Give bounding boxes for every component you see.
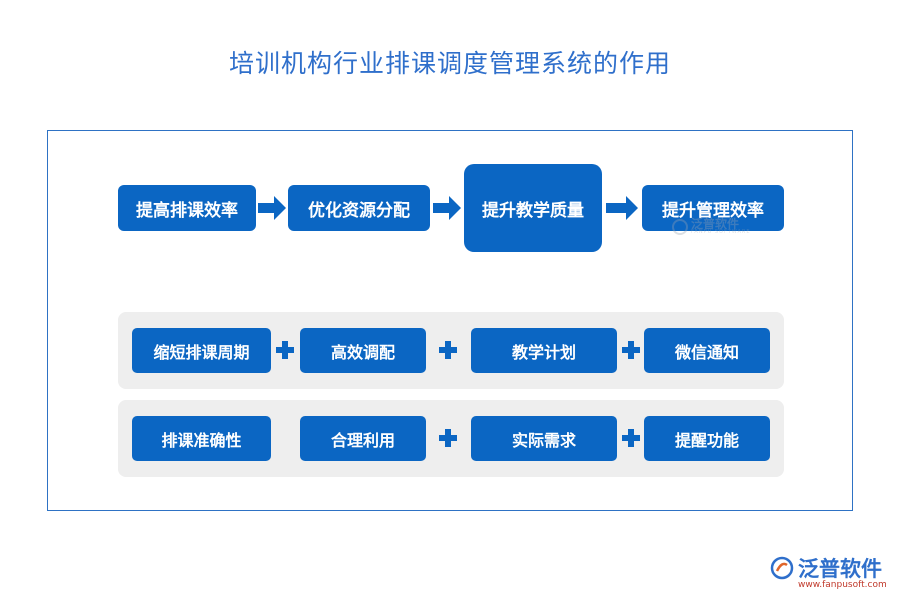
arrow-right-icon bbox=[606, 196, 638, 220]
feature-1-2: 高效调配 bbox=[300, 328, 426, 373]
feature-2-4: 提醒功能 bbox=[644, 416, 770, 461]
diagram-frame bbox=[47, 130, 853, 511]
flow-step-1: 提高排课效率 bbox=[118, 185, 256, 231]
plus-icon bbox=[439, 341, 457, 359]
plus-icon bbox=[276, 341, 294, 359]
flow-step-4: 提升管理效率 bbox=[642, 185, 784, 231]
watermark-text: 泛普软件 bbox=[691, 217, 740, 231]
feature-2-2: 合理利用 bbox=[300, 416, 426, 461]
watermark: 泛普软件 FANPU SOFTWARE bbox=[672, 218, 751, 235]
plus-icon bbox=[622, 341, 640, 359]
arrow-right-icon bbox=[258, 196, 286, 220]
feature-1-3: 教学计划 bbox=[471, 328, 617, 373]
feature-2-3: 实际需求 bbox=[471, 416, 617, 461]
plus-icon bbox=[439, 429, 457, 447]
feature-2-1: 排课准确性 bbox=[132, 416, 271, 461]
plus-icon bbox=[622, 429, 640, 447]
brand-logo: 泛普软件 bbox=[770, 553, 882, 583]
watermark-subtext: FANPU SOFTWARE bbox=[691, 229, 751, 235]
brand-name: 泛普软件 bbox=[798, 557, 882, 581]
page-title: 培训机构行业排课调度管理系统的作用 bbox=[228, 49, 671, 78]
flow-step-3: 提升教学质量 bbox=[464, 164, 602, 252]
flow-step-2: 优化资源分配 bbox=[288, 185, 430, 231]
feature-1-4: 微信通知 bbox=[644, 328, 770, 373]
feature-1-1: 缩短排课周期 bbox=[132, 328, 271, 373]
fanpu-logo-icon bbox=[770, 556, 794, 580]
fanpu-logo-icon bbox=[672, 218, 688, 235]
arrow-right-icon bbox=[433, 196, 461, 220]
brand-url: www.fanpusoft.com bbox=[798, 580, 887, 590]
